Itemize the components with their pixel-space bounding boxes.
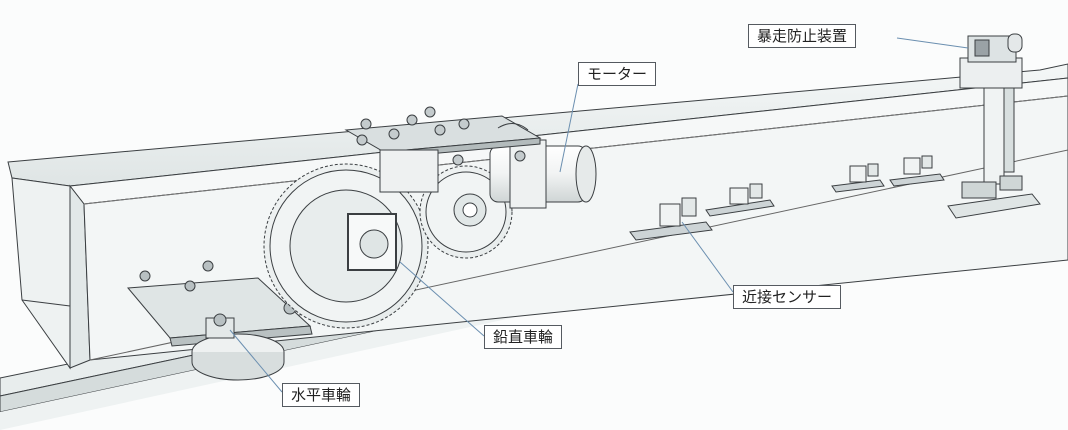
proximity-sensors <box>629 155 945 241</box>
leader-vertical-wheel <box>399 261 485 337</box>
vertical-wheel-gear <box>263 163 429 329</box>
motor <box>489 139 597 209</box>
horizontal-wheel-assembly <box>126 260 313 381</box>
label-vertical-wheel: 鉛直車輪 <box>484 325 563 349</box>
runaway-prevention-device <box>947 33 1041 219</box>
label-motor: モーター <box>578 62 657 86</box>
label-runaway-prevention: 暴走防止装置 <box>748 24 857 48</box>
mounting-plate <box>344 106 542 193</box>
leader-runaway <box>896 37 969 49</box>
leader-horizontal-wheel <box>229 329 283 393</box>
leader-sensor <box>681 221 734 293</box>
label-proximity-sensor: 近接センサー <box>733 285 842 309</box>
leader-motor <box>559 83 579 173</box>
label-horizontal-wheel: 水平車輪 <box>282 383 361 407</box>
drive-gear <box>419 165 513 259</box>
leader-lines <box>229 37 969 393</box>
